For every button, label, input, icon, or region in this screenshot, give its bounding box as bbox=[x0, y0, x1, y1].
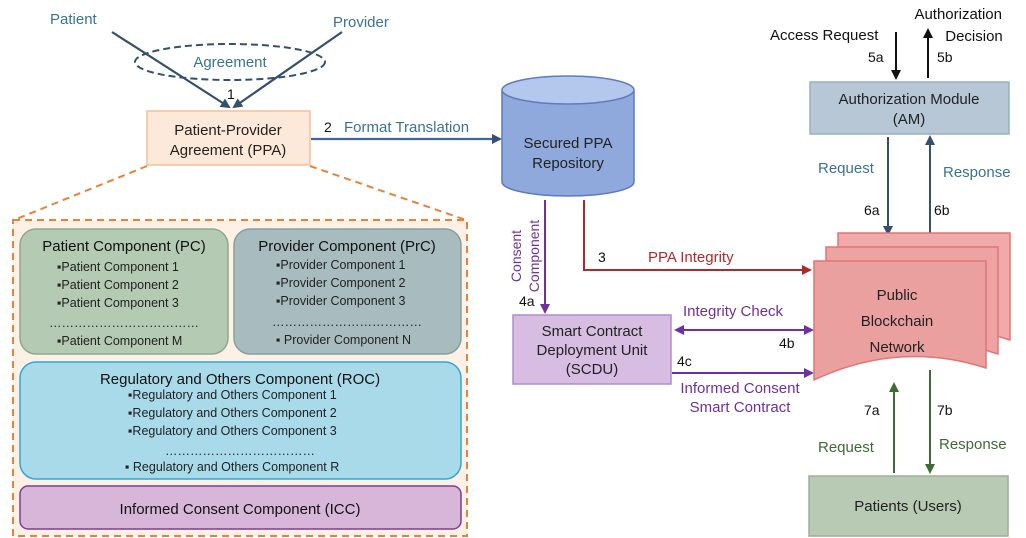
roc-item-3: ▪Regulatory and Others Component 3 bbox=[128, 424, 337, 438]
pc-item-2: ▪Patient Component 2 bbox=[57, 278, 179, 292]
pc-box bbox=[19, 228, 229, 355]
step-1-label: 1 bbox=[227, 86, 235, 102]
step-6a-label: 6a bbox=[864, 202, 880, 218]
informed-consent-line1: Informed Consent bbox=[680, 380, 800, 397]
informed-consent-connector: 4c Informed Consent Smart Contract bbox=[672, 353, 814, 416]
agreement-label: Agreement bbox=[193, 54, 267, 71]
roc-item-last: ▪ Regulatory and Others Component R bbox=[125, 460, 339, 474]
provider-arrow bbox=[232, 31, 343, 109]
blockchain-sheet-front bbox=[813, 260, 987, 382]
blockchain-stack: Public Blockchain Network bbox=[813, 232, 1011, 382]
ppa-line2: Agreement (PPA) bbox=[170, 142, 286, 159]
am-rect bbox=[809, 81, 1010, 135]
breakdown-left-dash bbox=[13, 165, 148, 221]
am-line1: Authorization Module bbox=[839, 91, 980, 108]
agreement-ellipse bbox=[134, 43, 326, 81]
patients-area: 7a 7b Request Response Patients (Users) bbox=[808, 370, 1009, 537]
step-7a-label: 7a bbox=[864, 402, 880, 418]
repository-line1: Secured PPA bbox=[524, 135, 613, 152]
roc-title: Regulatory and Others Component (ROC) bbox=[100, 371, 380, 388]
repository-cylinder: Secured PPA Repository bbox=[501, 75, 635, 197]
informed-consent-line2: Smart Contract bbox=[690, 399, 792, 416]
access-request-label: Access Request bbox=[770, 27, 879, 44]
step-4b-label: 4b bbox=[779, 335, 795, 351]
prc-item-1: ▪Provider Component 1 bbox=[276, 258, 406, 272]
pc-item-3: ▪Patient Component 3 bbox=[57, 296, 179, 310]
step-2-label: 2 bbox=[324, 119, 332, 135]
authorization-decision-line1: Authorization bbox=[914, 6, 1002, 23]
ppa-integrity-label: PPA Integrity bbox=[648, 249, 734, 266]
scdu-line2: Deployment Unit bbox=[537, 342, 649, 359]
repository-body bbox=[501, 90, 635, 197]
patient-label: Patient bbox=[50, 11, 98, 28]
prc-item-2: ▪Provider Component 2 bbox=[276, 276, 406, 290]
step-4a-label: 4a bbox=[519, 293, 535, 309]
integrity-check-connector: Integrity Check 4b bbox=[674, 303, 814, 351]
blockchain-line2: Blockchain bbox=[861, 313, 934, 330]
roc-item-1: ▪Regulatory and Others Component 1 bbox=[128, 388, 337, 402]
prc-title: Provider Component (PrC) bbox=[258, 238, 436, 255]
step-3-label: 3 bbox=[598, 249, 606, 265]
ppa-line1: Patient-Provider bbox=[174, 122, 282, 139]
pc-title: Patient Component (PC) bbox=[42, 238, 205, 255]
agreement-section: Patient Provider Agreement 1 bbox=[50, 11, 389, 109]
provider-label: Provider bbox=[333, 14, 389, 31]
authorization-decision-line2: Decision bbox=[945, 28, 1003, 45]
ppa-box-rect bbox=[146, 110, 311, 166]
scdu-rect bbox=[512, 314, 672, 385]
integrity-check-label: Integrity Check bbox=[683, 303, 784, 320]
am-response-label: Response bbox=[943, 164, 1011, 181]
step-6b-label: 6b bbox=[934, 202, 950, 218]
ppa-box: Patient-Provider Agreement (PPA) bbox=[146, 110, 311, 166]
patients-label: Patients (Users) bbox=[854, 498, 962, 515]
prc-item-3: ▪Provider Component 3 bbox=[276, 294, 406, 308]
roc-box bbox=[19, 361, 462, 480]
patient-arrow bbox=[111, 31, 231, 109]
scdu-line1: Smart Contract bbox=[542, 323, 644, 340]
repository-top bbox=[501, 75, 635, 105]
pc-dots: ……………………………… bbox=[49, 316, 199, 330]
blockchain-line3: Network bbox=[869, 339, 925, 356]
repository-line2: Repository bbox=[532, 155, 604, 172]
prc-box bbox=[233, 228, 462, 355]
consent-label-line1: Consent bbox=[508, 230, 524, 282]
scdu-box: Smart Contract Deployment Unit (SCDU) bbox=[512, 314, 672, 385]
format-translation-connector: 2 Format Translation bbox=[311, 119, 502, 144]
icc-box bbox=[19, 485, 462, 530]
am-line2: (AM) bbox=[893, 111, 926, 128]
ppa-integrity-arrow bbox=[583, 200, 812, 275]
component-breakdown: Patient Component (PC) ▪Patient Componen… bbox=[12, 165, 468, 537]
step-7b-label: 7b bbox=[937, 402, 953, 418]
roc-dots: ……………………………… bbox=[165, 444, 315, 458]
blockchain-line1: Public bbox=[877, 287, 918, 304]
breakdown-right-dash bbox=[309, 165, 467, 221]
icc-title: Informed Consent Component (ICC) bbox=[120, 501, 361, 518]
prc-item-last: ▪ Provider Component N bbox=[276, 333, 411, 347]
patients-response-label: Response bbox=[939, 436, 1007, 453]
consent-label-line2: Component bbox=[526, 220, 542, 292]
patients-request-label: Request bbox=[818, 439, 875, 456]
patients-rect bbox=[808, 475, 1009, 537]
am-request-label: Request bbox=[818, 160, 875, 177]
pc-item-1: ▪Patient Component 1 bbox=[57, 260, 179, 274]
prc-dots: ……………………………… bbox=[272, 315, 422, 329]
step-5b-label: 5b bbox=[937, 49, 953, 65]
pc-item-last: ▪Patient Component M bbox=[57, 334, 182, 348]
ppa-integrity-connector: 3 PPA Integrity bbox=[583, 200, 812, 275]
consent-component-connector: Consent Component 4a bbox=[508, 200, 550, 314]
step-5a-label: 5a bbox=[868, 49, 884, 65]
authorization-area: Access Request Authorization Decision 5a… bbox=[770, 6, 1011, 236]
step-4c-label: 4c bbox=[677, 353, 692, 369]
roc-item-2: ▪Regulatory and Others Component 2 bbox=[128, 406, 337, 420]
scdu-line3: (SCDU) bbox=[566, 361, 619, 378]
format-translation-label: Format Translation bbox=[344, 119, 469, 136]
